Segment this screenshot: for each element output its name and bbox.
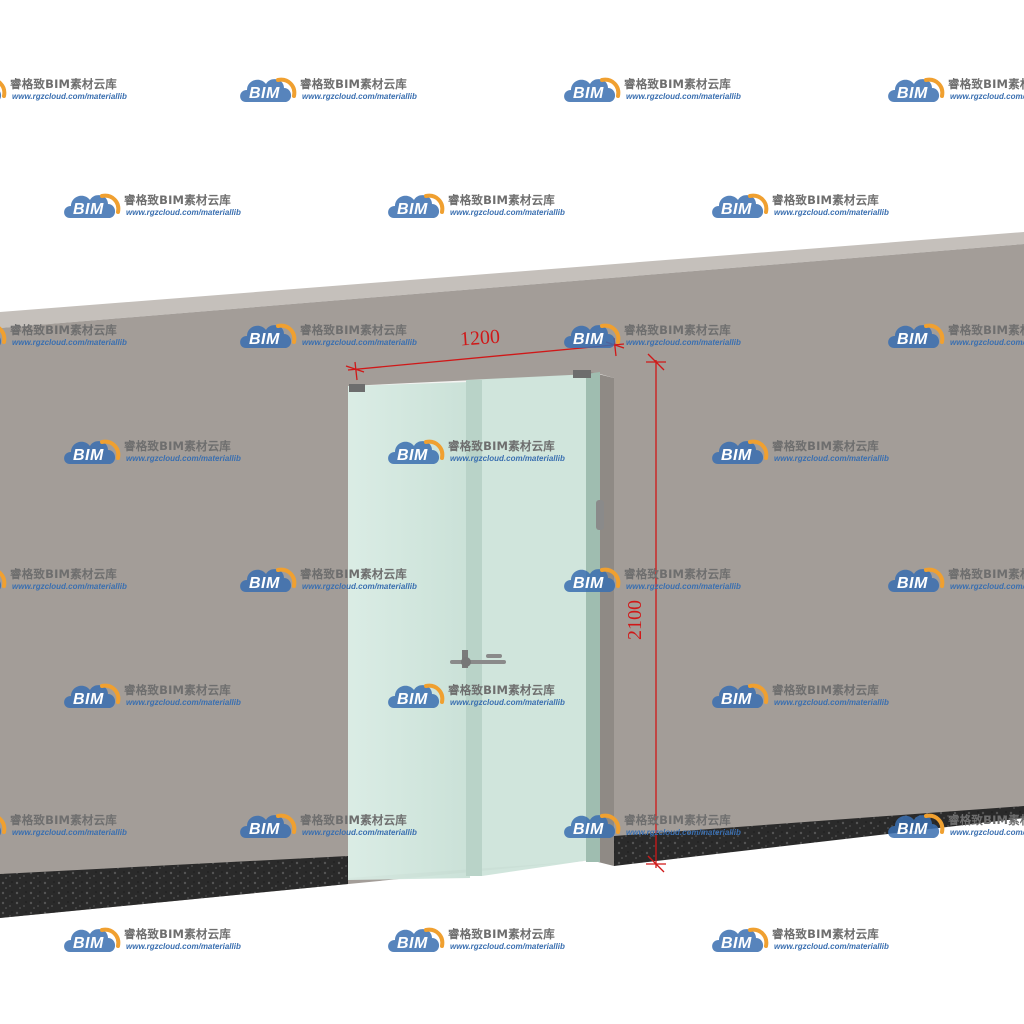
top-pivot-left <box>349 384 365 392</box>
side-lock <box>596 500 604 530</box>
height-dimension <box>646 353 666 873</box>
glass-panel-fixed <box>348 382 470 880</box>
glass-overlap-strip <box>466 380 482 876</box>
wall-top-edge <box>0 232 1024 328</box>
door-handle <box>450 650 506 668</box>
glass-panel-swing <box>466 374 590 876</box>
top-pivot-right <box>573 370 591 378</box>
baseboard-left <box>0 856 348 918</box>
width-dimension-label: 1200 <box>459 326 500 351</box>
glass-edge <box>586 372 600 862</box>
height-dimension-label: 2100 <box>624 600 646 640</box>
